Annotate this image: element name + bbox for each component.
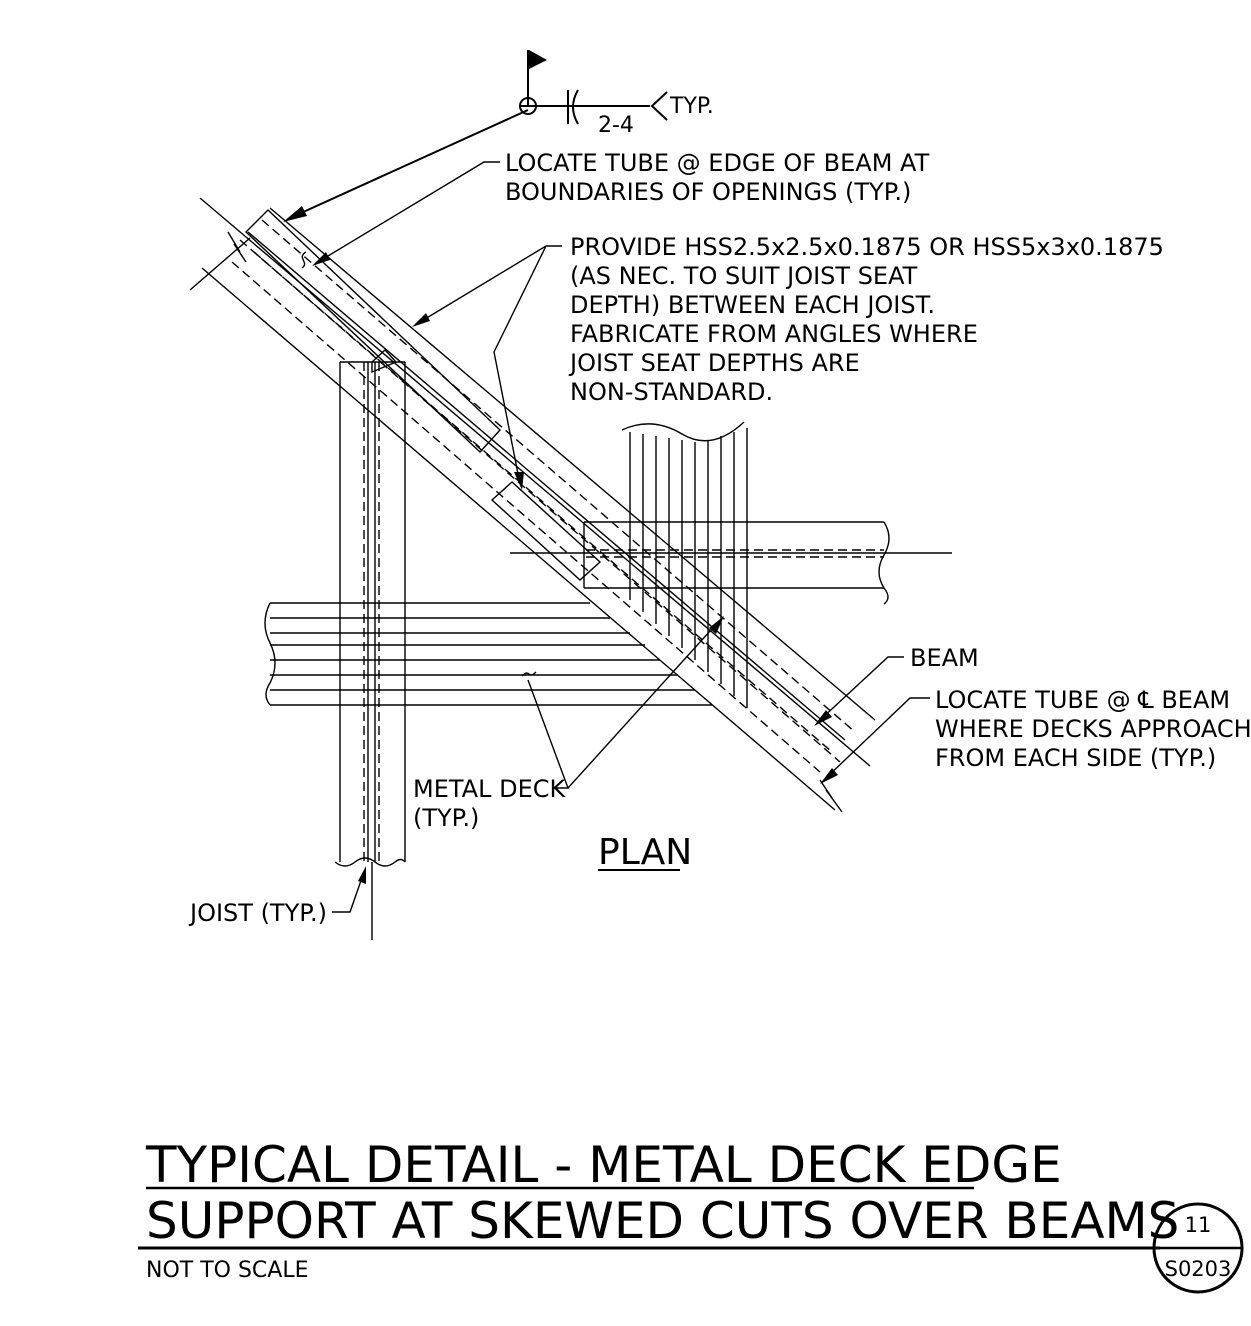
detail-number: 11 <box>1185 1213 1212 1237</box>
callout-hss-line5: JOIST SEAT DEPTHS ARE <box>568 349 860 377</box>
callout-hss-line6: NON-STANDARD. <box>570 378 773 406</box>
callout-tube-edge-line1: LOCATE TUBE @ EDGE OF BEAM AT <box>505 149 930 177</box>
metal-deck-left <box>264 602 712 706</box>
joist <box>334 349 406 940</box>
callout-metal-deck-line1: METAL DECK <box>413 775 566 803</box>
title-line2: SUPPORT AT SKEWED CUTS OVER BEAMS <box>146 1192 1179 1250</box>
callout-metal-deck-line2: (TYP.) <box>413 804 479 832</box>
callout-provide-hss: PROVIDE HSS2.5x2.5x0.1875 OR HSS5x3x0.18… <box>568 233 1164 406</box>
scale-note: NOT TO SCALE <box>146 1258 309 1283</box>
view-label: PLAN <box>598 832 692 873</box>
callout-tube-edge-line2: BOUNDARIES OF OPENINGS (TYP.) <box>505 178 911 206</box>
callout-tube-edge: LOCATE TUBE @ EDGE OF BEAM AT BOUNDARIES… <box>505 149 930 206</box>
callout-hss-line3: DEPTH) BETWEEN EACH JOIST. <box>570 291 935 319</box>
weld-size: 2-4 <box>598 113 634 138</box>
callout-hss-line4: FABRICATE FROM ANGLES WHERE <box>570 320 978 348</box>
callout-metal-deck: METAL DECK (TYP.) <box>413 775 566 832</box>
callout-beam: BEAM <box>910 644 979 672</box>
metal-deck-right <box>510 421 952 708</box>
hss-tubes <box>244 209 602 581</box>
callout-hss-line1: PROVIDE HSS2.5x2.5x0.1875 OR HSS5x3x0.18… <box>570 233 1164 261</box>
weld-symbol: 2-4 TYP. <box>283 50 714 222</box>
callout-tube-cl-line2: WHERE DECKS APPROACH <box>935 715 1251 743</box>
skewed-beam <box>189 197 876 813</box>
weld-note: TYP. <box>669 94 714 119</box>
sheet-number: S0203 <box>1165 1257 1232 1281</box>
detail-reference-bubble: 11 S0203 <box>1152 1202 1244 1294</box>
callout-hss-line2: (AS NEC. TO SUIT JOIST SEAT <box>570 262 918 290</box>
callout-tube-cl-line1: LOCATE TUBE @ ℄ BEAM <box>935 686 1230 714</box>
title-line1: TYPICAL DETAIL - METAL DECK EDGE <box>145 1136 1062 1194</box>
leaders <box>312 161 930 913</box>
callout-tube-cl: LOCATE TUBE @ ℄ BEAM WHERE DECKS APPROAC… <box>935 686 1251 772</box>
callout-tube-cl-line3: FROM EACH SIDE (TYP.) <box>935 744 1216 772</box>
callout-joist: JOIST (TYP.) <box>188 899 327 927</box>
title-block: TYPICAL DETAIL - METAL DECK EDGE SUPPORT… <box>138 1136 1179 1283</box>
